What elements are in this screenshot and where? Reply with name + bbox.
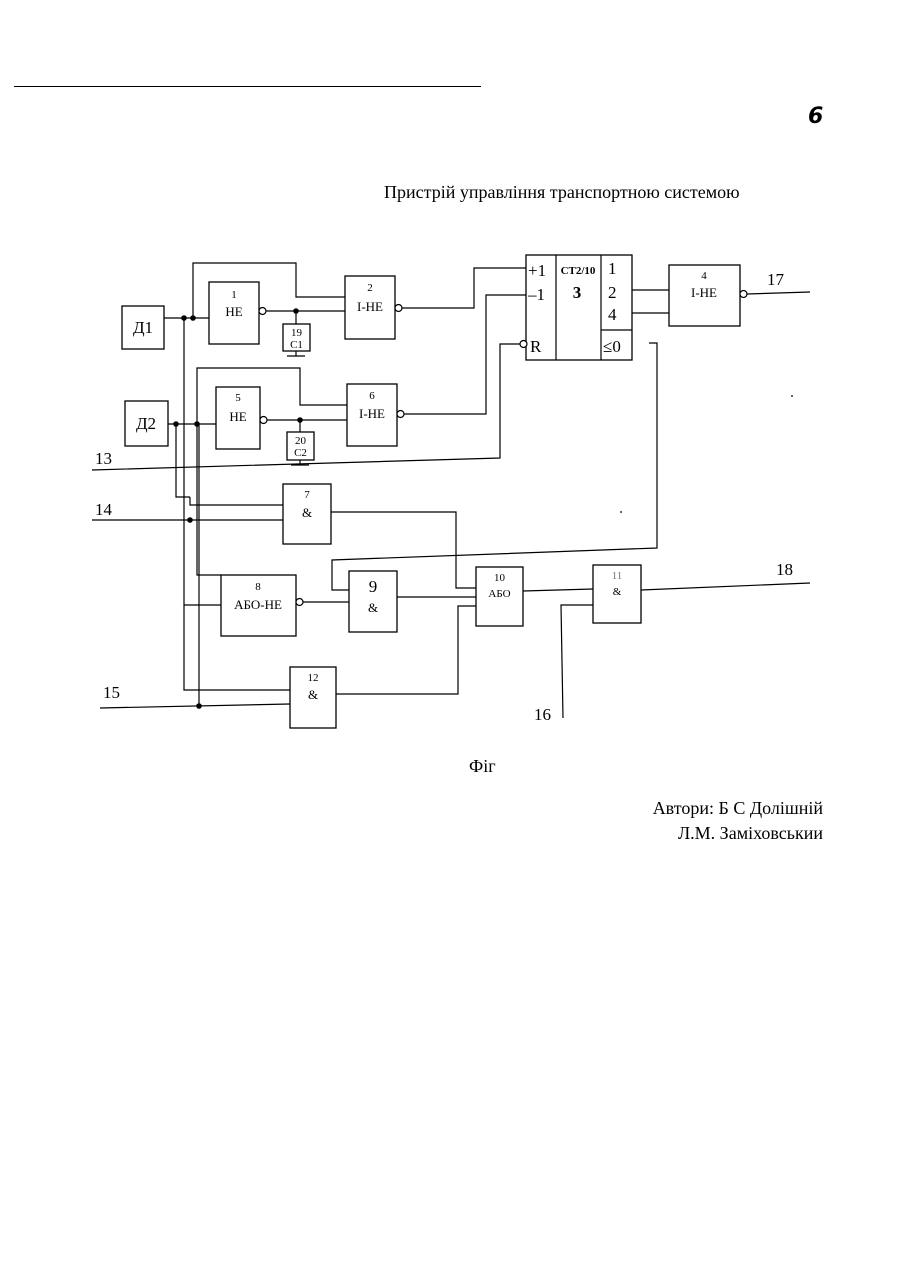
svg-text:C2: C2 — [294, 447, 307, 459]
capacitor-20-c2: 20 C2 — [287, 432, 314, 460]
block-9-and: 9 & — [349, 571, 397, 632]
svg-text:1: 1 — [608, 259, 617, 278]
sensor-d2: Д2 — [125, 401, 168, 446]
wires — [92, 263, 810, 718]
svg-text:&: & — [308, 687, 318, 702]
author-line-1: Автори: Б С Долішній — [653, 796, 823, 821]
terminal-16: 16 — [534, 705, 551, 724]
svg-text:1: 1 — [231, 289, 237, 301]
svg-text:+1: +1 — [528, 261, 546, 280]
svg-text:І-НЕ: І-НЕ — [357, 299, 383, 314]
block-12-and: 12 & — [290, 667, 336, 728]
svg-text:10: 10 — [494, 572, 506, 584]
svg-text:2: 2 — [608, 283, 617, 302]
svg-text:2: 2 — [367, 282, 373, 294]
svg-text:3: 3 — [573, 283, 582, 302]
svg-text:&: & — [302, 505, 312, 520]
block-11-and: 11 & — [593, 565, 641, 623]
svg-text:Д1: Д1 — [133, 318, 153, 337]
svg-text:12: 12 — [308, 672, 319, 684]
block-6-nand: 6 І-НЕ — [347, 384, 404, 446]
block-4-nand: 4 І-НЕ — [669, 265, 747, 326]
svg-text:≤0: ≤0 — [603, 337, 621, 356]
svg-text:І-НЕ: І-НЕ — [359, 406, 385, 421]
capacitor-19-c1: 19 C1 — [283, 324, 310, 351]
svg-text:5: 5 — [235, 392, 241, 404]
authors-block: Автори: Б С Долішній Л.М. Заміховськии — [653, 796, 823, 846]
terminal-14: 14 — [95, 500, 113, 519]
svg-text:НЕ: НЕ — [225, 304, 242, 319]
svg-text:8: 8 — [255, 581, 261, 593]
svg-text:7: 7 — [304, 489, 310, 501]
svg-text:АБО: АБО — [488, 588, 510, 600]
svg-text:Д2: Д2 — [136, 414, 156, 433]
svg-text:20: 20 — [295, 435, 307, 447]
svg-text:&: & — [368, 600, 378, 615]
terminal-15: 15 — [103, 683, 120, 702]
svg-text:АБО-НЕ: АБО-НЕ — [234, 597, 282, 612]
svg-text:&: & — [613, 586, 622, 598]
terminal-17: 17 — [767, 270, 785, 289]
svg-text:19: 19 — [291, 327, 303, 339]
svg-text:11: 11 — [612, 570, 623, 582]
sensor-d1: Д1 — [122, 306, 164, 349]
block-1-not: 1 НЕ — [209, 282, 266, 344]
svg-text:C1: C1 — [290, 339, 303, 351]
svg-text:І-НЕ: І-НЕ — [691, 285, 717, 300]
terminal-18: 18 — [776, 560, 793, 579]
block-10-or: 10 АБО — [476, 567, 523, 626]
block-5-not: 5 НЕ — [216, 387, 267, 449]
figure-caption: Фіг — [469, 756, 496, 777]
svg-text:6: 6 — [369, 390, 375, 402]
svg-text:4: 4 — [608, 305, 617, 324]
block-7-and: 7 & — [283, 484, 331, 544]
author-line-2: Л.М. Заміховськии — [653, 821, 823, 846]
block-8-nor: 8 АБО-НЕ — [221, 575, 303, 636]
svg-text:9: 9 — [369, 577, 378, 596]
block-3-counter: +1 –1 R СТ2/10 3 1 2 4 ≤0 — [520, 255, 632, 360]
svg-text:4: 4 — [701, 270, 707, 282]
block-2-nand: 2 І-НЕ — [345, 276, 402, 339]
svg-text:СТ2/10: СТ2/10 — [561, 265, 596, 277]
svg-text:R: R — [530, 337, 542, 356]
terminal-13: 13 — [95, 449, 112, 468]
svg-text:НЕ: НЕ — [229, 409, 246, 424]
terminal-labels: 13 14 15 16 17 18 — [95, 270, 793, 724]
svg-text:–1: –1 — [527, 285, 545, 304]
